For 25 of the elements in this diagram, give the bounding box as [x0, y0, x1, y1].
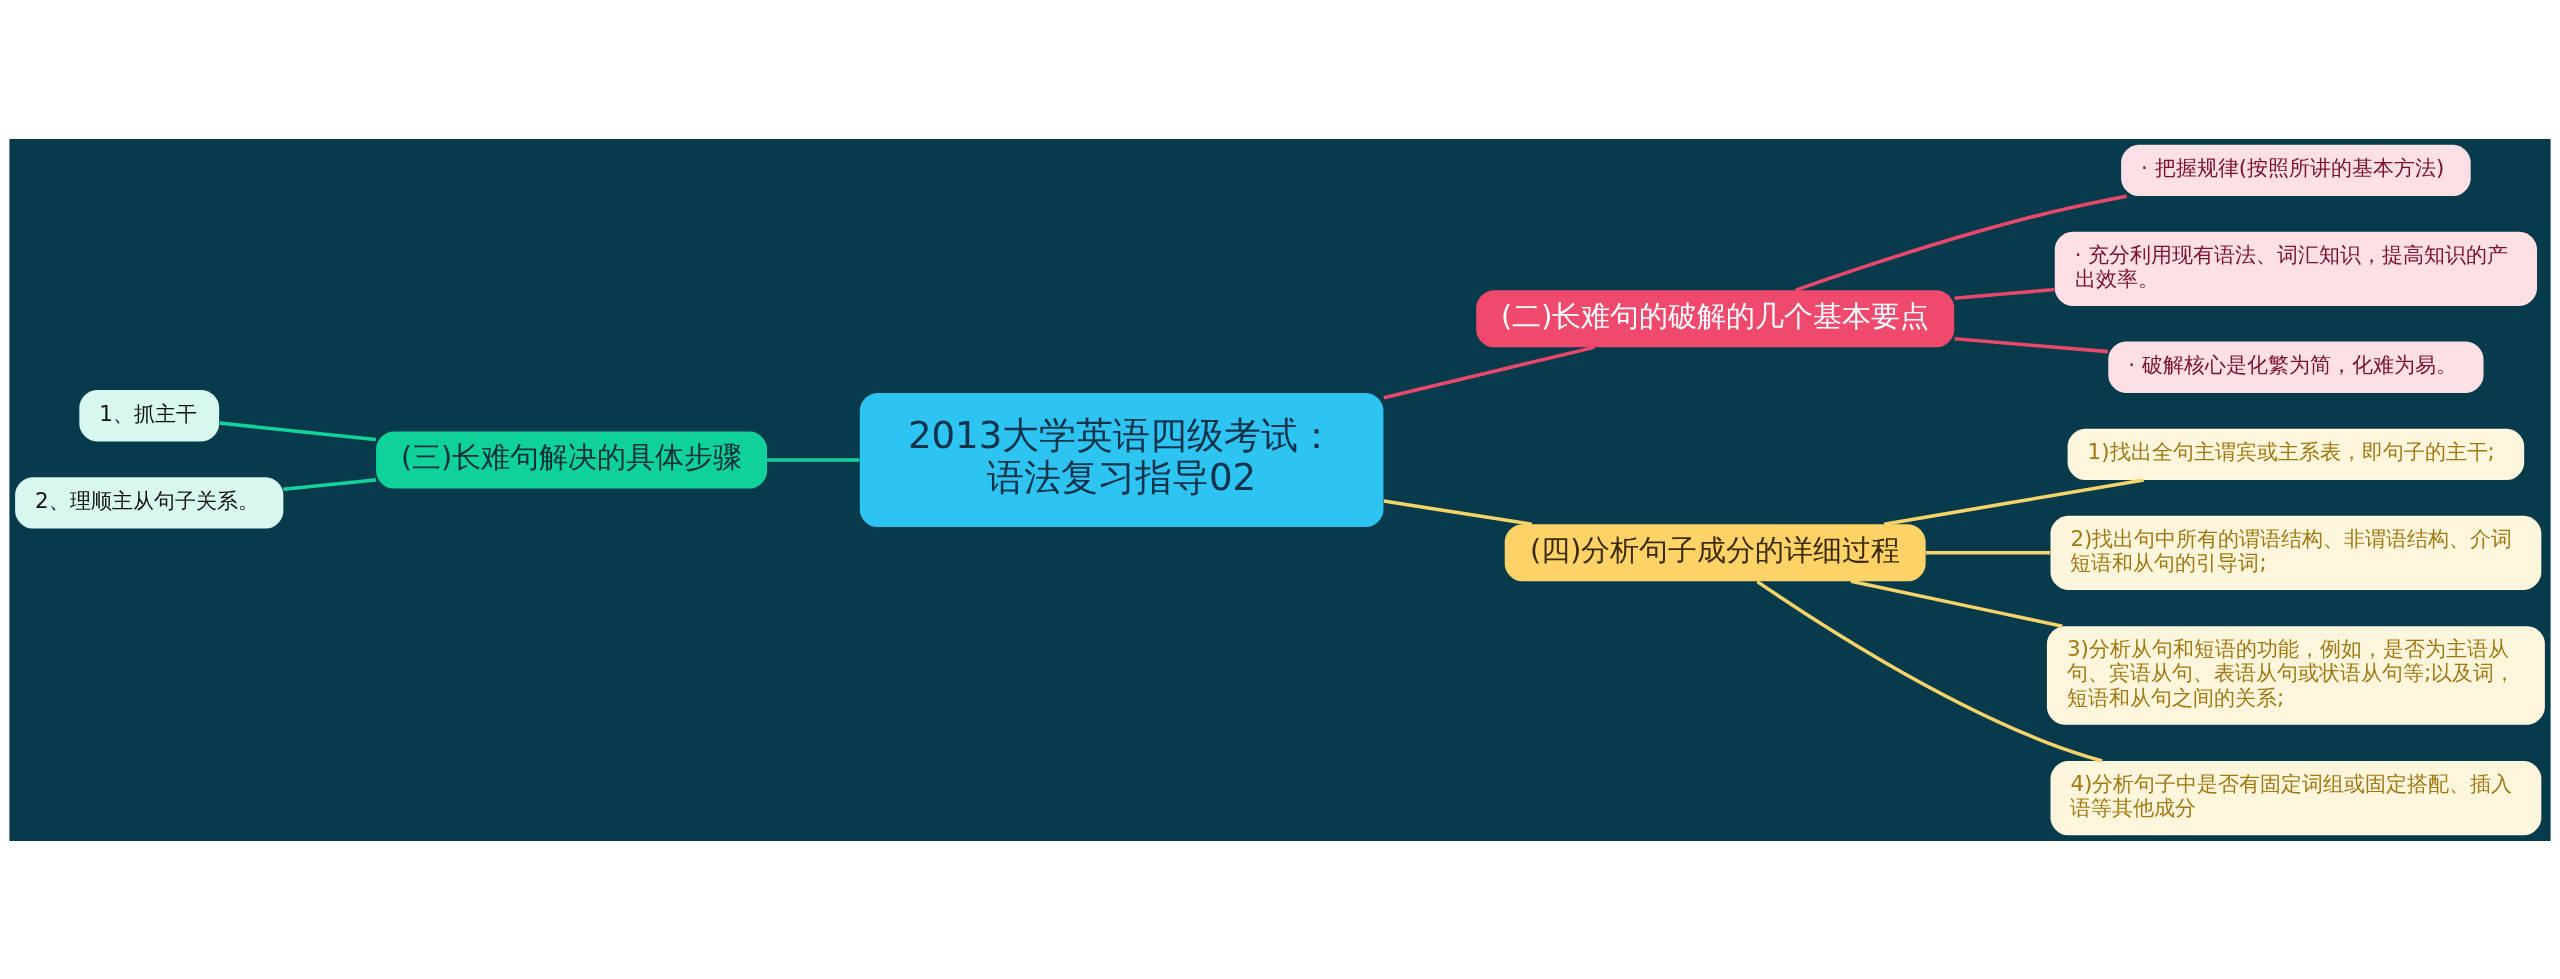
node-box: · 破解核心是化繁为简，化难为易。 — [2108, 341, 2484, 393]
node-box: 4)分析句子中是否有固定词组或固定搭配、插入语等其他成分 — [2050, 760, 2542, 835]
node-box: 2、理顺主从句子关系。 — [15, 476, 284, 528]
connector — [1383, 345, 1595, 399]
connector — [1383, 498, 1533, 526]
connector — [767, 457, 860, 462]
connector — [219, 420, 377, 441]
node-box: · 充分利用现有语法、词汇知识，提高知识的产出效率。 — [2054, 231, 2538, 306]
connector — [1925, 550, 2051, 555]
node-box: · 把握规律(按照所讲的基本方法) — [2121, 144, 2471, 196]
connector — [1883, 477, 2144, 526]
node-box: (二)长难句的破解的几个基本要点 — [1476, 289, 1955, 347]
node-box: 2013大学英语四级考试：语法复习指导02 — [859, 392, 1384, 527]
connector — [1795, 193, 2128, 292]
node-box: 1)找出全句主谓宾或主系表，即句子的主干; — [2067, 428, 2525, 480]
connector — [1954, 336, 2109, 353]
node-box: 3)分析从句和短语的功能，例如，是否为主语从句、宾语从句、表语从句或状语从句等;以及词，短语和从句之间的关系; — [2046, 625, 2545, 725]
node-box: 1、抓主干 — [79, 389, 220, 441]
node-box: (三)长难句解决的具体步骤 — [376, 431, 768, 489]
node-box: 2)找出句中所有的谓语结构、非谓语结构、介词短语和从句的引导词; — [2050, 515, 2542, 590]
connector — [1850, 579, 2063, 628]
connector — [283, 477, 376, 491]
node-box: (四)分析句子成分的详细过程 — [1504, 523, 1926, 581]
connector — [1756, 579, 2103, 763]
connector — [1954, 287, 2055, 300]
